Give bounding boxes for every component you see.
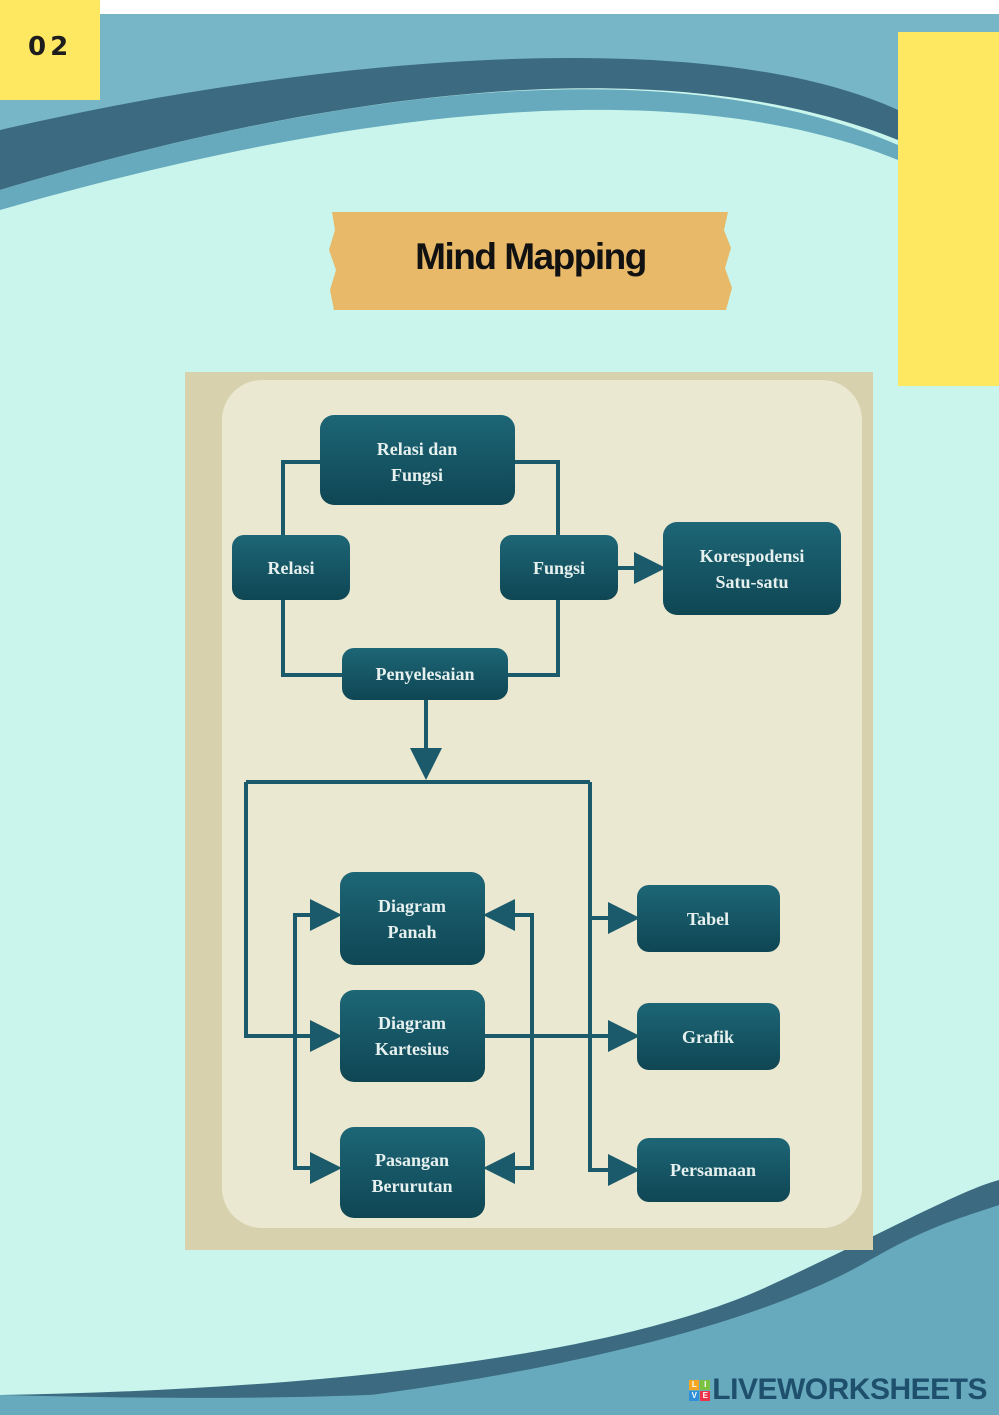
node-pasangan-berurutan: Pasangan Berurutan xyxy=(340,1127,485,1218)
svg-text:Relasi: Relasi xyxy=(268,558,315,578)
svg-text:Satu-satu: Satu-satu xyxy=(715,572,788,592)
logo-icon: L I V E xyxy=(689,1379,711,1401)
mind-map-diagram: Relasi dan Fungsi Relasi Fungsi Korespod… xyxy=(185,372,873,1250)
svg-text:Grafik: Grafik xyxy=(682,1027,734,1047)
node-fungsi: Fungsi xyxy=(500,535,618,600)
title-tape xyxy=(329,212,732,310)
svg-text:Berurutan: Berurutan xyxy=(372,1176,453,1196)
node-persamaan: Persamaan xyxy=(637,1138,790,1202)
node-penyelesaian: Penyelesaian xyxy=(342,648,508,700)
svg-text:Korespodensi: Korespodensi xyxy=(700,546,805,566)
svg-text:Diagram: Diagram xyxy=(378,1013,446,1033)
svg-text:Persamaan: Persamaan xyxy=(670,1160,756,1180)
svg-text:Pasangan: Pasangan xyxy=(375,1150,449,1170)
svg-text:Panah: Panah xyxy=(387,922,436,942)
side-tab-decoration xyxy=(898,32,999,386)
svg-text:Diagram: Diagram xyxy=(378,896,446,916)
liveworksheets-logo: L I V E LIVEWORKSHEETS xyxy=(689,1373,987,1407)
svg-text:Relasi dan: Relasi dan xyxy=(377,439,458,459)
node-diagram-kartesius: Diagram Kartesius xyxy=(340,990,485,1082)
node-korespondensi: Korespodensi Satu-satu xyxy=(663,522,841,615)
node-grafik: Grafik xyxy=(637,1003,780,1070)
page-number-badge: 02 xyxy=(0,0,100,100)
svg-text:Penyelesaian: Penyelesaian xyxy=(376,664,475,684)
svg-text:Fungsi: Fungsi xyxy=(391,465,443,485)
page-number: 02 xyxy=(28,32,73,62)
connector-lines xyxy=(244,460,666,1186)
page-title: Mind Mapping xyxy=(415,236,647,277)
svg-text:Kartesius: Kartesius xyxy=(375,1039,449,1059)
svg-text:Fungsi: Fungsi xyxy=(533,558,585,578)
node-diagram-panah: Diagram Panah xyxy=(340,872,485,965)
brand-name: LIVEWORKSHEETS xyxy=(712,1373,987,1406)
svg-text:Tabel: Tabel xyxy=(687,909,729,929)
node-relasi-dan-fungsi: Relasi dan Fungsi xyxy=(320,415,515,505)
node-tabel: Tabel xyxy=(637,885,780,952)
node-relasi: Relasi xyxy=(232,535,350,600)
